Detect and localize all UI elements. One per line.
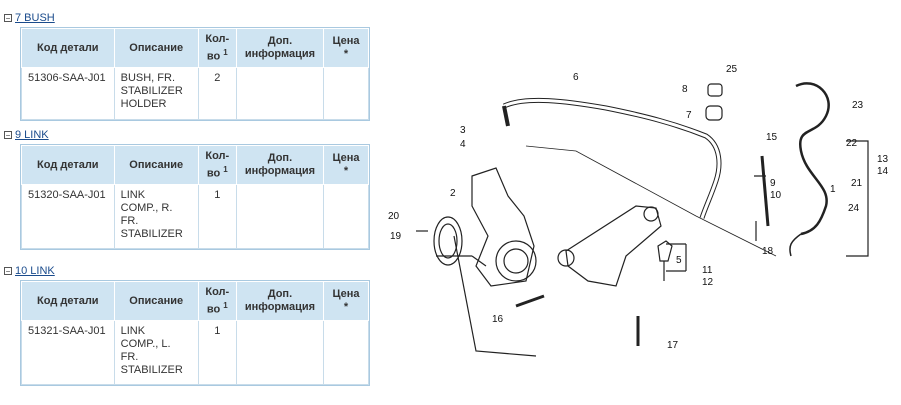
callout-12[interactable]: 12 xyxy=(702,277,714,288)
col-header-qty: Кол-во 1 xyxy=(197,145,237,185)
callout-2[interactable]: 2 xyxy=(450,188,456,199)
callout-22[interactable]: 22 xyxy=(846,138,858,149)
callout-11[interactable]: 11 xyxy=(702,265,713,276)
callout-24[interactable]: 24 xyxy=(848,203,860,214)
collapse-icon[interactable]: − xyxy=(4,14,12,23)
col-header-qty: Кол-во 1 xyxy=(197,281,237,321)
part-price xyxy=(323,320,369,385)
callout-16[interactable]: 16 xyxy=(492,314,504,325)
col-header-qty: Кол-во 1 xyxy=(197,28,237,68)
callout-13[interactable]: 13 xyxy=(877,154,889,165)
parts-table-7: Код детали Описание Кол-во 1 Доп. информ… xyxy=(20,27,370,121)
col-header-desc: Описание xyxy=(113,281,199,321)
part-code[interactable]: 51306-SAA-J01 xyxy=(21,67,115,120)
part-info xyxy=(235,184,325,249)
col-header-info: Доп. информация xyxy=(235,28,325,68)
col-header-desc: Описание xyxy=(113,28,199,68)
part-price xyxy=(323,67,369,120)
part-qty: 1 xyxy=(197,320,237,385)
col-header-price: Цена* xyxy=(323,28,369,68)
callout-5[interactable]: 5 xyxy=(676,255,682,266)
section-link-9[interactable]: 9 LINK xyxy=(15,129,49,141)
callout-19[interactable]: 19 xyxy=(390,231,402,242)
callout-20[interactable]: 20 xyxy=(388,211,400,222)
collapse-icon[interactable]: − xyxy=(4,267,12,276)
callout-4[interactable]: 4 xyxy=(460,139,466,150)
part-info xyxy=(235,320,325,385)
section-link-10[interactable]: 10 LINK xyxy=(15,265,55,277)
part-qty: 2 xyxy=(197,67,237,120)
callout-1[interactable]: 1 xyxy=(830,184,836,195)
col-header-code: Код детали xyxy=(21,281,115,321)
callout-21[interactable]: 21 xyxy=(851,178,863,189)
col-header-price: Цена* xyxy=(323,281,369,321)
callout-17[interactable]: 17 xyxy=(667,340,679,351)
callout-25[interactable]: 25 xyxy=(726,64,738,75)
callout-3[interactable]: 3 xyxy=(460,125,466,136)
callout-7[interactable]: 7 xyxy=(686,110,692,121)
parts-table-10: Код детали Описание Кол-во 1 Доп. информ… xyxy=(20,280,370,386)
callout-18[interactable]: 18 xyxy=(762,246,774,257)
collapse-icon[interactable]: − xyxy=(4,131,12,140)
section-title-7[interactable]: − 7 BUSH xyxy=(4,12,55,24)
col-header-price: Цена* xyxy=(323,145,369,185)
section-link-7[interactable]: 7 BUSH xyxy=(15,12,55,24)
suspension-exploded-diagram[interactable]: 1 2 3 4 5 6 7 8 9 10 11 12 13 14 15 16 1… xyxy=(376,56,896,401)
col-header-code: Код детали xyxy=(21,145,115,185)
part-price xyxy=(323,184,369,249)
section-title-10[interactable]: − 10 LINK xyxy=(4,265,55,277)
diagram-drawing xyxy=(416,82,869,357)
col-header-info: Доп. информация xyxy=(235,145,325,185)
callout-6[interactable]: 6 xyxy=(573,72,579,83)
part-code[interactable]: 51320-SAA-J01 xyxy=(21,184,115,249)
part-info xyxy=(235,67,325,120)
table-header: Код детали Описание Кол-во 1 Доп. информ… xyxy=(21,28,369,68)
col-header-code: Код детали xyxy=(21,28,115,68)
parts-table-9: Код детали Описание Кол-во 1 Доп. информ… xyxy=(20,144,370,250)
callout-8[interactable]: 8 xyxy=(682,84,688,95)
col-header-info: Доп. информация xyxy=(235,281,325,321)
section-title-9[interactable]: − 9 LINK xyxy=(4,129,49,141)
callout-9[interactable]: 9 xyxy=(770,178,776,189)
part-code[interactable]: 51321-SAA-J01 xyxy=(21,320,115,385)
callout-10[interactable]: 10 xyxy=(770,190,782,201)
col-header-desc: Описание xyxy=(113,145,199,185)
table-header: Код детали Описание Кол-во 1 Доп. информ… xyxy=(21,281,369,321)
callout-23[interactable]: 23 xyxy=(852,100,864,111)
callout-labels: 1 2 3 4 5 6 7 8 9 10 11 12 13 14 15 16 1… xyxy=(388,64,889,351)
callout-15[interactable]: 15 xyxy=(766,132,778,143)
part-qty: 1 xyxy=(197,184,237,249)
table-header: Код детали Описание Кол-во 1 Доп. информ… xyxy=(21,145,369,185)
callout-14[interactable]: 14 xyxy=(877,166,889,177)
